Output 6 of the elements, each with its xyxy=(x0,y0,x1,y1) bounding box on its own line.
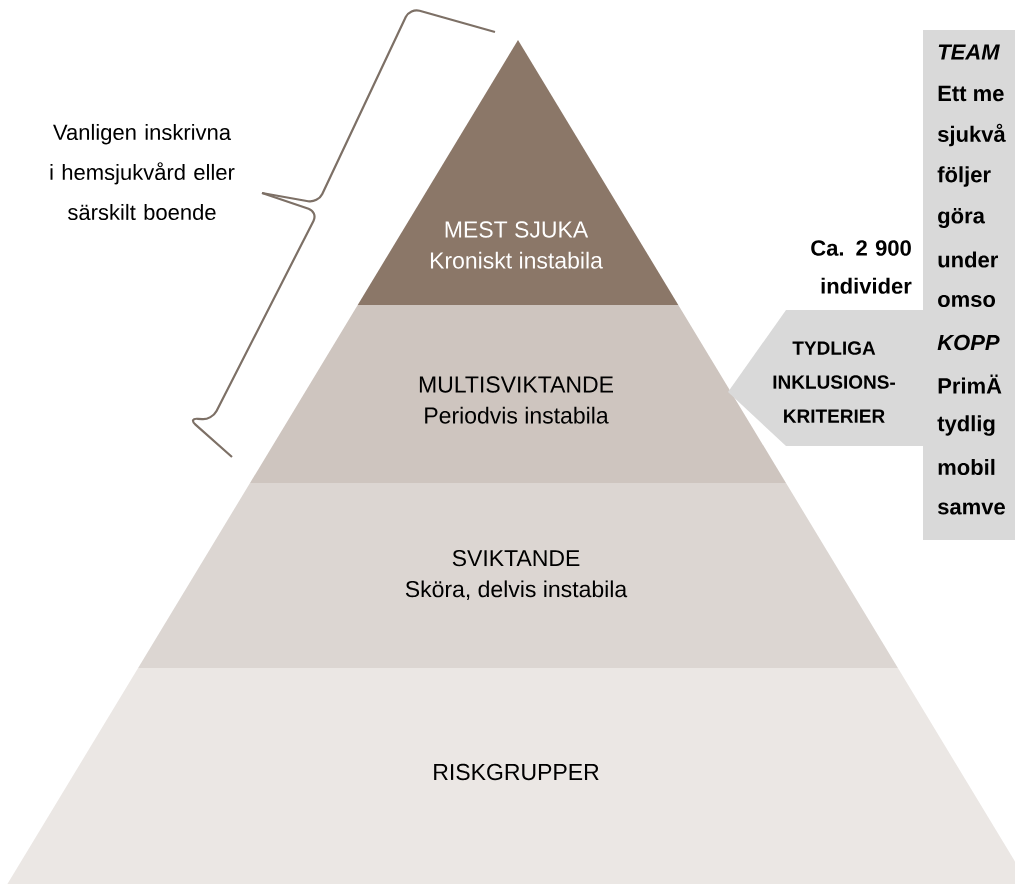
annotation-text: Vanligen inskrivna i hemsjukvård eller särskilt boende xyxy=(50,123,235,221)
pyramid-tier: MEST SJUKA Kroniskt instabila xyxy=(357,40,679,305)
pyramid-tier: SVIKTANDE Sköra, delvis instabila xyxy=(138,483,898,668)
count-text: Ca. 2 900 individer xyxy=(811,240,912,294)
text-panel: TEAM Ett me sjukvå följer göra under omso KOPP PrimÄ tydlig mobil samve xyxy=(923,30,1015,540)
pyramid-tier: RISKGRUPPER xyxy=(7,668,1015,884)
